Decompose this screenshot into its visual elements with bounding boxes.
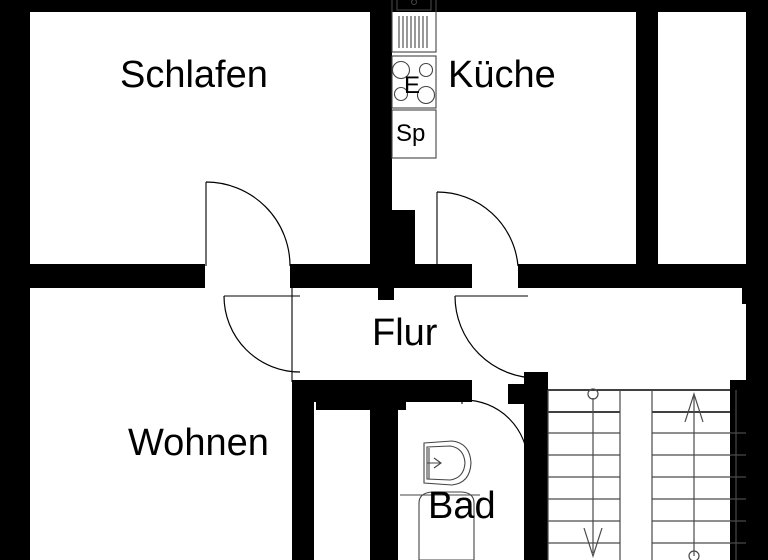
- stove-outline: [391, 55, 437, 109]
- washbasin-outline: [423, 440, 472, 486]
- wall-bad-left: [370, 395, 398, 560]
- down-flight: [547, 388, 621, 560]
- kitchen-fixtures: E Sp: [391, 0, 437, 159]
- pantry-closet: Sp: [391, 109, 437, 159]
- pantry-outline: [391, 109, 437, 159]
- door-bad: [461, 399, 529, 465]
- wall-nub-center: [378, 286, 394, 300]
- bathtub-outline: [418, 491, 475, 560]
- bathtub-fixture: [400, 491, 480, 560]
- room-label-bad: Bad: [428, 485, 496, 527]
- burner-bottom-right: [416, 85, 436, 105]
- door-schlafen-arc: [205, 181, 291, 267]
- door-bad-arc: [463, 399, 529, 465]
- door-flur-right-arc: [454, 295, 538, 379]
- wall-stub-stairs: [508, 384, 526, 404]
- sink-fixture: [391, 0, 437, 53]
- wall-horizontal-left: [0, 264, 205, 288]
- door-kueche-arc: [436, 191, 519, 267]
- wall-schlafen-kueche: [370, 0, 392, 265]
- wall-wohnen-right: [292, 380, 314, 560]
- pantry-label: Sp: [396, 120, 425, 147]
- door-flur-right: [454, 295, 538, 379]
- wall-horizontal-right: [518, 264, 768, 288]
- door-kueche: [436, 191, 519, 267]
- washbasin-fixture: [423, 440, 472, 486]
- room-label-wohnen: Wohnen: [128, 422, 269, 464]
- bathroom-fixtures: [400, 440, 480, 560]
- sink-drainboard-grooves: [398, 16, 428, 48]
- room-label-schlafen: Schlafen: [120, 54, 268, 96]
- burner-top-right: [418, 62, 434, 78]
- stove-fixture: E: [391, 55, 437, 109]
- room-label-kueche: Küche: [448, 54, 556, 96]
- wall-exterior-right-upper: [746, 0, 768, 380]
- washbasin-inner: [426, 445, 466, 481]
- sink-outline: [391, 0, 437, 53]
- wall-bad-stairs: [524, 372, 548, 560]
- washbasin-faucet: [427, 457, 442, 469]
- door-wohnen: [223, 295, 301, 373]
- burner-bottom-left: [393, 86, 409, 102]
- wall-nub-right: [742, 286, 764, 304]
- stove-type-label: E: [404, 72, 420, 99]
- door-schlafen: [205, 181, 291, 267]
- sink-basin: [396, 0, 432, 11]
- up-origin-marker: [688, 550, 700, 560]
- room-label-group: Schlafen Küche Flur Wohnen Bad: [120, 54, 556, 527]
- down-origin-marker: [587, 388, 599, 400]
- door-group: [205, 181, 538, 465]
- down-arrow-icon: [583, 527, 603, 558]
- up-arrow-icon: [684, 392, 704, 423]
- wall-horizontal-center: [290, 264, 472, 288]
- wall-kueche-right: [636, 0, 658, 265]
- sink-drain: [410, 0, 418, 6]
- burner-top-left: [391, 60, 411, 80]
- room-label-flur: Flur: [372, 312, 438, 354]
- staircase: [547, 388, 746, 560]
- door-wohnen-arc: [223, 295, 301, 373]
- up-flight: [651, 390, 746, 560]
